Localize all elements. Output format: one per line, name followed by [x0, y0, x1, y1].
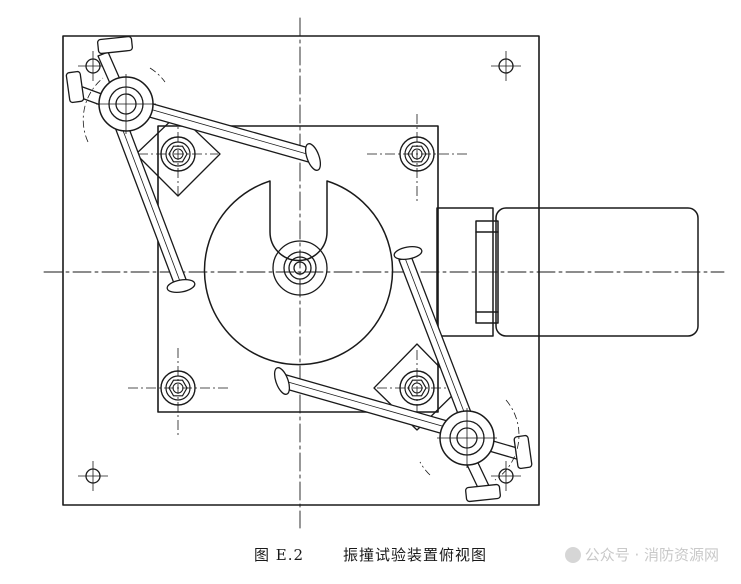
figure-caption: 图 E.2 振撞试验装置俯视图	[0, 544, 741, 572]
watermark: 公众号 · 消防资源网	[564, 544, 719, 565]
wechat-icon	[564, 547, 581, 563]
watermark-text: 公众号 · 消防资源网	[584, 546, 719, 564]
vibration-test-rig-top-view	[43, 17, 725, 529]
bolt-center-marks	[128, 114, 467, 436]
turntable-disk	[203, 180, 394, 366]
mounting-plate	[157, 125, 439, 413]
center-lines	[43, 17, 725, 529]
motor	[436, 207, 699, 337]
upper-left-swing-arm	[65, 35, 322, 294]
figure-title: 振撞试验装置俯视图	[343, 546, 488, 564]
center-hub	[272, 240, 328, 296]
base-plate	[62, 35, 540, 506]
lower-right-swing-arm	[273, 245, 533, 503]
figure-number: 图 E.2	[254, 546, 305, 564]
